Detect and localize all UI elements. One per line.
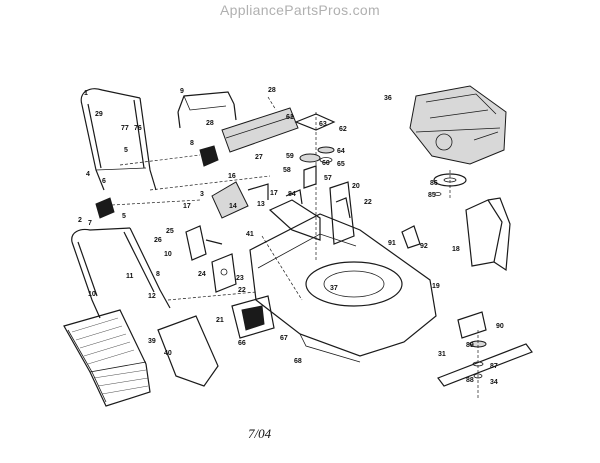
callout-label: 87 xyxy=(490,363,498,370)
callout-label: 11 xyxy=(126,273,134,280)
drive-pulley-stack xyxy=(294,112,336,260)
callout-label: 21 xyxy=(216,317,224,324)
diagram-date: 7/04 xyxy=(248,426,272,441)
callout-label: 86 xyxy=(430,180,438,187)
callout-label: 67 xyxy=(280,335,288,342)
callout-label: 5 xyxy=(122,213,126,220)
callout-label: 1 xyxy=(84,90,88,97)
callout-label: 29 xyxy=(95,111,103,118)
callout-label: 31 xyxy=(438,351,446,358)
callout-label: 2 xyxy=(78,217,82,224)
callout-label: 40 xyxy=(164,350,172,357)
callout-label: 84 xyxy=(288,191,296,198)
callout-label: 64 xyxy=(337,148,345,155)
callout-label: 6 xyxy=(102,178,106,185)
callout-label: 27 xyxy=(255,154,263,161)
callout-label: 7 xyxy=(88,220,92,227)
callout-label: 58 xyxy=(283,167,291,174)
callout-label: 89 xyxy=(466,342,474,349)
callout-label: 88 xyxy=(466,377,474,384)
mulch-plug xyxy=(231,295,275,339)
callout-label: 85 xyxy=(428,192,436,199)
engine xyxy=(409,85,507,165)
hinge-bracket xyxy=(211,181,269,219)
callout-label: 23 xyxy=(236,275,244,282)
callout-label: 68 xyxy=(294,358,302,365)
mower-deck xyxy=(249,213,437,363)
discharge-chute xyxy=(157,315,219,387)
callout-label: 9 xyxy=(180,88,184,95)
callout-label: 63 xyxy=(319,121,327,128)
callout-label: 91 xyxy=(388,240,396,247)
control-bail xyxy=(177,91,237,129)
callout-label: 76 xyxy=(134,125,142,132)
callout-label: 16 xyxy=(228,173,236,180)
lower-knob xyxy=(95,197,115,219)
drive-bracket xyxy=(329,181,355,245)
callout-label: 34 xyxy=(490,379,498,386)
rear-height-adjuster xyxy=(185,225,237,293)
callout-label: 65 xyxy=(337,161,345,168)
callout-label: 13 xyxy=(257,201,265,208)
callout-label: 12 xyxy=(148,293,156,300)
callout-label: 77 xyxy=(121,125,129,132)
callout-label: 26 xyxy=(154,237,162,244)
callout-label: 36 xyxy=(384,95,392,102)
upper-handle xyxy=(80,88,157,191)
cable-clip xyxy=(401,225,421,249)
callout-label: 28 xyxy=(268,87,276,94)
callout-label: 62 xyxy=(339,126,347,133)
blade-assembly xyxy=(437,311,533,400)
callout-label: 60 xyxy=(322,160,330,167)
callout-label: 41 xyxy=(246,231,254,238)
handle-knob xyxy=(119,145,219,167)
callout-label: 24 xyxy=(198,271,206,278)
callout-label: 18 xyxy=(452,246,460,253)
callout-label: 8 xyxy=(156,271,160,278)
callout-label: 37 xyxy=(330,285,338,292)
callout-label: 59 xyxy=(286,153,294,160)
grass-bag xyxy=(63,309,151,407)
callout-label: 8 xyxy=(190,140,194,147)
callout-label: 57 xyxy=(324,175,332,182)
callout-label: 22 xyxy=(364,199,372,206)
callout-label: 28 xyxy=(206,120,214,127)
lower-handle xyxy=(71,227,171,319)
callout-label: 19 xyxy=(432,283,440,290)
callout-label: 25 xyxy=(166,228,174,235)
callout-label: 17 xyxy=(183,203,191,210)
callout-label: 90 xyxy=(496,323,504,330)
callout-label: 61 xyxy=(286,114,294,121)
watermark: AppliancePartsPros.com xyxy=(220,2,380,18)
callout-label: 92 xyxy=(420,243,428,250)
callout-label: 14 xyxy=(229,203,237,210)
callout-label: 20 xyxy=(352,183,360,190)
callout-label: 17 xyxy=(270,190,278,197)
rear-door xyxy=(221,96,299,153)
callout-label: 10 xyxy=(164,251,172,258)
callout-label: 10 xyxy=(88,291,96,298)
callout-label: 3 xyxy=(200,191,204,198)
engine-pulley xyxy=(433,170,467,200)
callout-label: 5 xyxy=(124,147,128,154)
callout-label: 4 xyxy=(86,171,90,178)
callout-label: 22 xyxy=(238,287,246,294)
callout-label: 39 xyxy=(148,338,156,345)
rear-baffle xyxy=(268,189,321,241)
callout-label: 66 xyxy=(238,340,246,347)
side-deflector xyxy=(465,197,511,272)
